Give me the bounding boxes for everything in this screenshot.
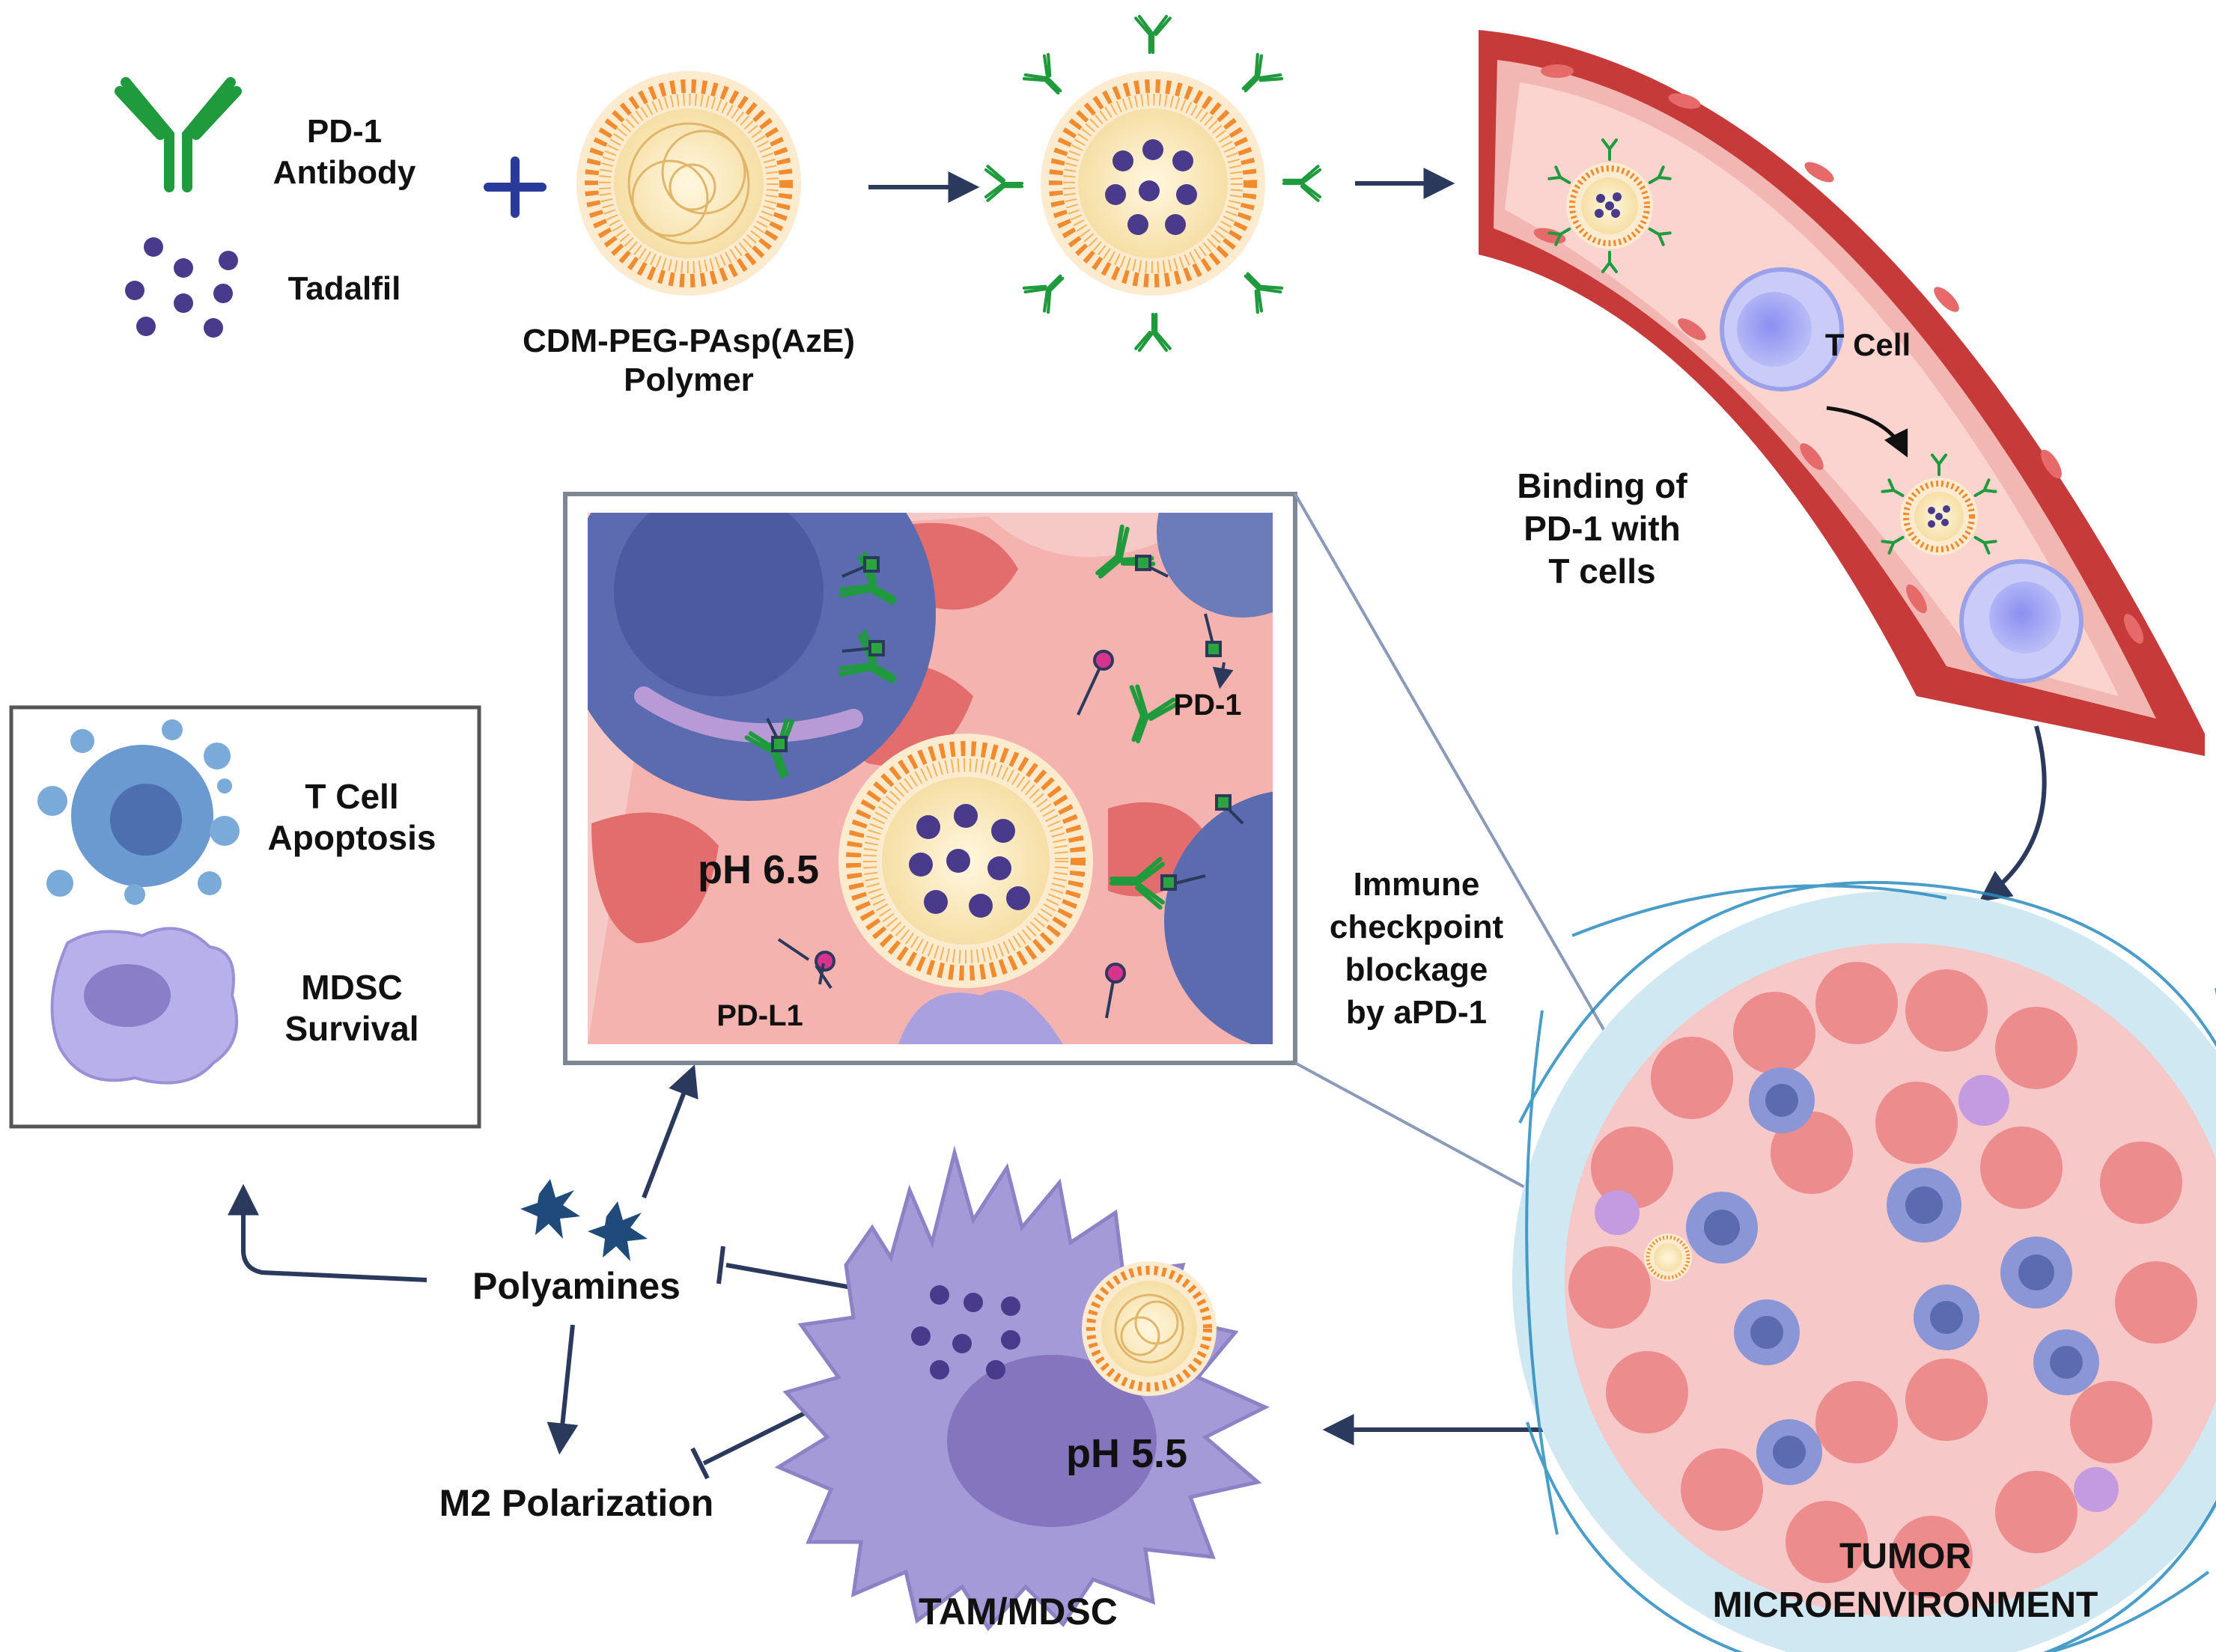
inset-pdl1-label: PD-L1: [716, 999, 803, 1032]
tam-mdsc-cell-icon: [774, 1145, 1270, 1632]
checkpoint-line3: blockage: [1345, 951, 1488, 988]
arrow-polyamines-to-inset: [642, 1064, 698, 1199]
inset-ph-label: pH 6.5: [698, 847, 819, 892]
inset-pd1-label: PD-1: [1173, 689, 1241, 722]
tumor-micelle-icon: [1644, 1234, 1692, 1281]
tcell-apoptosis-line1: T Cell: [305, 777, 398, 816]
drug-label: Tadalfil: [288, 270, 401, 307]
vessel-micelle-icon: [1547, 138, 1672, 273]
t-cell-icon: [1720, 267, 1844, 391]
pd1-receptors: [766, 555, 1244, 891]
m2-label: M2 Polarization: [439, 1482, 714, 1524]
polyamines-label: Polyamines: [472, 1265, 681, 1307]
pdl1-pointer-arrow: [777, 938, 810, 961]
polyamine-star-icon: [520, 1179, 648, 1261]
blood-vessel: [1479, 30, 2205, 756]
antibody-label-line1: PD-1: [307, 113, 382, 150]
pd1-antibody-icon: [115, 77, 242, 192]
arrow-polyamines-to-box: [228, 1183, 427, 1282]
antibody-label-line2: Antibody: [273, 154, 416, 191]
binding-label-line2: PD-1 with: [1524, 509, 1681, 548]
arrow-polyamines-to-m2: [547, 1324, 579, 1455]
tam-ph-label: pH 5.5: [1066, 1431, 1187, 1476]
tam-drug-dots: [911, 1285, 1020, 1380]
checkpoint-line1: Immune: [1354, 866, 1480, 903]
mdsc-survival-line1: MDSC: [301, 968, 402, 1007]
polymer-label-line1: CDM-PEG-PAsp(AzE): [523, 323, 855, 359]
inset-micelle-icon: [838, 734, 1093, 988]
mdsc-survival-line2: Survival: [285, 1009, 419, 1048]
tumor-sphere: [1512, 881, 2216, 1652]
tadalafil-dots-icon: [125, 237, 238, 338]
tam-micelle-icon: [1082, 1261, 1217, 1396]
polymer-label-line2: Polymer: [624, 362, 754, 398]
mdsc-cell-icon: [50, 927, 239, 1085]
t-cell-label: T Cell: [1825, 327, 1911, 362]
checkpoint-line4: by aPD-1: [1346, 994, 1487, 1031]
bound-micelle-icon: [1881, 454, 1997, 555]
binding-label-line1: Binding of: [1517, 466, 1687, 505]
binding-label-line3: T cells: [1548, 552, 1655, 591]
tumor-label-line2: MICROENVIRONMENT: [1713, 1585, 2098, 1625]
apoptotic-t-cell-icon: [37, 719, 240, 905]
tcell-apoptosis-line2: Apoptosis: [268, 818, 436, 857]
checkpoint-line2: checkpoint: [1330, 909, 1504, 945]
pd1-pointer-arrow: [1212, 662, 1234, 689]
plus-icon: [484, 156, 547, 218]
tam-label: TAM/MDSC: [919, 1591, 1118, 1633]
bound-t-cell-icon: [1959, 559, 2083, 683]
antibody-micelle-icon: [986, 16, 1320, 350]
arrow-vessel-to-tumor: [1979, 725, 2047, 902]
t-cell-binding-arrow: [1826, 406, 1908, 458]
tumor-label-line1: TUMOR: [1839, 1537, 1971, 1576]
polymer-micelle-icon: [576, 71, 801, 296]
pdl1-receptors: [815, 650, 1126, 1019]
